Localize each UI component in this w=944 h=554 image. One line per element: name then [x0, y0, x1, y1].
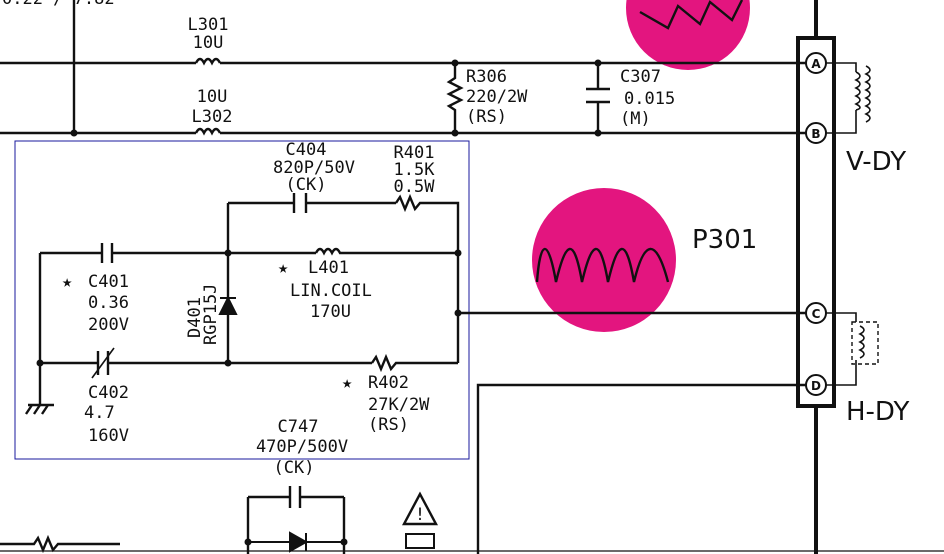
l302-ref: L302 — [192, 107, 233, 127]
c747-capacitor — [246, 486, 346, 554]
svg-text:!: ! — [415, 505, 425, 525]
l301-inductor — [194, 57, 222, 66]
c401-capacitor — [40, 243, 316, 263]
c401-ref: C401 — [88, 272, 129, 292]
c307-note: (M) — [620, 109, 651, 129]
top-partial-label: 0.22 / 7.82 — [2, 0, 115, 9]
l302-inductor — [194, 127, 222, 136]
pin-d-label: D — [811, 379, 821, 393]
r306-ref: R306 — [466, 67, 507, 87]
r306-value: 220/2W — [466, 87, 528, 107]
bottom-diode — [248, 531, 344, 553]
c402-capacitor — [40, 351, 372, 375]
horizontal-waveform-trace — [535, 247, 670, 283]
vertical-waveform-blob — [626, 0, 750, 70]
c307-value: 0.015 — [624, 89, 675, 109]
r402-star-icon: ★ — [342, 373, 352, 393]
c402-value: 4.7 — [84, 403, 115, 423]
c404-value: 820P/50V — [273, 158, 355, 178]
r401-value: 1.5K — [394, 160, 436, 180]
v-dy-label: V-DY — [846, 147, 906, 177]
c307-capacitor — [586, 63, 610, 133]
d401-ref: D401 — [185, 297, 205, 338]
r402-note: (RS) — [368, 415, 409, 435]
r402-resistor — [371, 353, 458, 373]
r401-resistor — [395, 193, 460, 363]
d401-part: RGP15J — [201, 284, 221, 345]
c401-star-icon: ★ — [62, 272, 72, 292]
pin-b-label: B — [811, 127, 820, 141]
ground-icon — [25, 403, 54, 415]
c402-voltage: 160V — [88, 426, 129, 446]
h-dy-label: H-DY — [846, 397, 910, 427]
c404-ref: C404 — [286, 140, 327, 160]
l301-value: 10U — [193, 33, 224, 53]
l302-value: 10U — [197, 87, 228, 107]
p301-connector-body — [796, 36, 836, 408]
r306-note: (RS) — [466, 107, 507, 127]
h-dy-coil — [858, 325, 865, 359]
c404-capacitor — [228, 193, 396, 213]
c401-voltage: 200V — [88, 315, 129, 335]
l301-ref: L301 — [188, 15, 229, 35]
r306-resistor — [446, 63, 464, 133]
p301-label: P301 — [692, 225, 757, 255]
pin-c-label: C — [812, 307, 821, 321]
d401-diode — [218, 295, 238, 315]
c747-note: (CK) — [274, 458, 315, 478]
bottom-left-resistor — [0, 534, 120, 554]
l401-ref: L401 — [308, 258, 349, 278]
r401-ref: R401 — [394, 143, 435, 163]
c404-note: (CK) — [286, 175, 327, 195]
l401-desc: LIN.COIL — [290, 281, 372, 301]
c747-value: 470P/500V — [256, 437, 348, 457]
c402-ref: C402 — [88, 383, 129, 403]
lin-coil-section-box — [14, 140, 470, 460]
warning-icon — [402, 491, 438, 526]
vertical-waveform-trace — [639, 0, 744, 30]
c307-ref: C307 — [620, 67, 661, 87]
pin-a-label: A — [811, 57, 821, 71]
r401-power: 0.5W — [394, 177, 436, 197]
fuse-icon — [405, 533, 435, 549]
h-dy-coil-box — [851, 321, 879, 365]
l401-inductor — [314, 247, 458, 256]
r402-value: 27K/2W — [368, 395, 430, 415]
c747-ref: C747 — [278, 417, 319, 437]
l401-star-icon: ★ — [278, 258, 288, 278]
l401-value: 170U — [310, 302, 351, 322]
v-dy-coil — [864, 65, 871, 123]
c401-value: 0.36 — [88, 293, 129, 313]
r402-ref: R402 — [368, 373, 409, 393]
